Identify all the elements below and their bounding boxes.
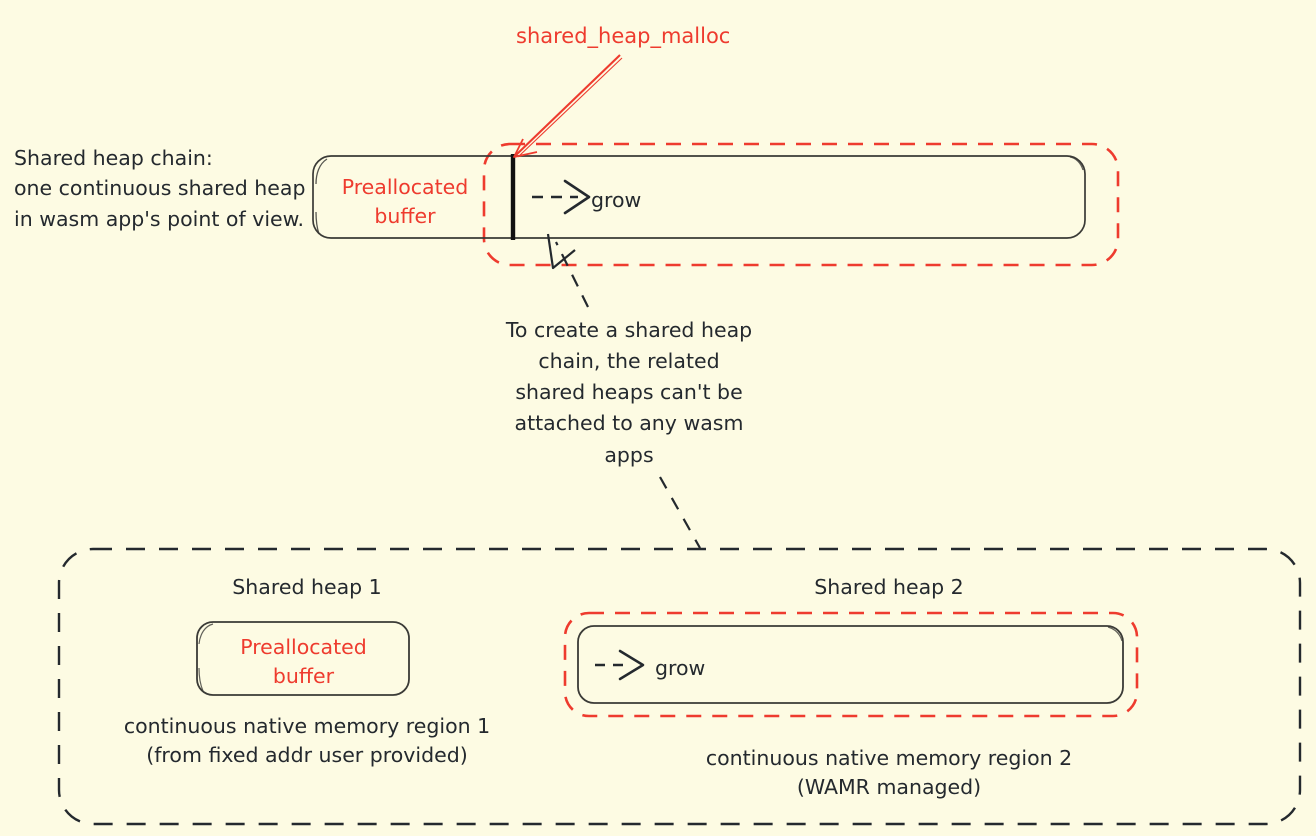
shared-heap-1-box-label: Preallocated buffer [240,635,367,689]
grow-arrow-bottom [595,649,645,681]
note-to-container-dashed-line [659,476,701,549]
top-chain-box-sketch-edge [315,158,328,235]
top-preallocated-buffer-label: Preallocated buffer [341,175,469,229]
top-chain-red-dashed-outline [482,142,1120,267]
shared-heap-2-red-dashed-outline [563,611,1139,718]
shared-heap-2-box-sketch-edge [1107,626,1123,642]
shared-heap-1-title: Shared heap 1 [232,575,382,599]
native-memory-region-1-caption: continuous native memory region 1 (from … [123,714,491,768]
shared-heap-malloc-arrow [513,54,623,158]
shared-heap-chain-caption: Shared heap chain: one continuous shared… [14,146,306,231]
shared-heap-chain-constraint-note: To create a shared heap chain, the relat… [505,318,753,467]
top-grow-label: grow [591,188,642,212]
grow-arrow-top [532,179,591,215]
shared-heap-2-grow-label: grow [655,656,706,680]
shared-heap-malloc-label: shared_heap_malloc [516,24,731,48]
shared-heap-2-title: Shared heap 2 [814,575,964,599]
native-memory-region-2-caption: continuous native memory region 2 (WAMR … [705,746,1073,800]
top-chain-box-sketch-edge-right [1069,156,1084,171]
note-callout-arrow [546,233,589,308]
